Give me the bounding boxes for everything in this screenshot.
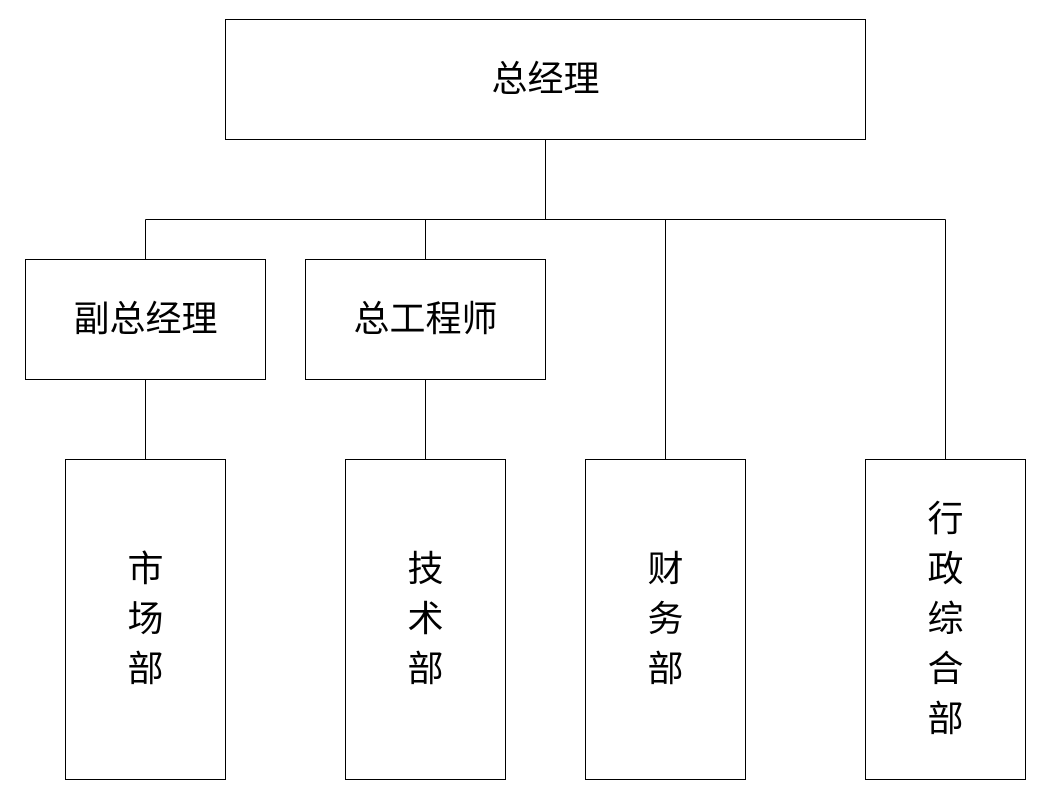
administration-department-box: 行政综合部 <box>865 459 1026 780</box>
finance-department-box: 财务部 <box>585 459 746 780</box>
general-manager-box: 总经理 <box>225 19 866 140</box>
technology-department-label: 技术部 <box>407 548 444 690</box>
chief-engineer-label: 总工程师 <box>353 298 498 340</box>
administration-department-label: 行政综合部 <box>927 498 964 740</box>
deputy-general-manager-box: 副总经理 <box>25 259 266 380</box>
marketing-department-label: 市场部 <box>127 548 164 690</box>
technology-department-box: 技术部 <box>345 459 506 780</box>
marketing-department-box: 市场部 <box>65 459 226 780</box>
chief-engineer-box: 总工程师 <box>305 259 546 380</box>
general-manager-label: 总经理 <box>491 58 600 100</box>
finance-department-label: 财务部 <box>647 548 684 690</box>
deputy-general-manager-label: 副总经理 <box>73 298 218 340</box>
